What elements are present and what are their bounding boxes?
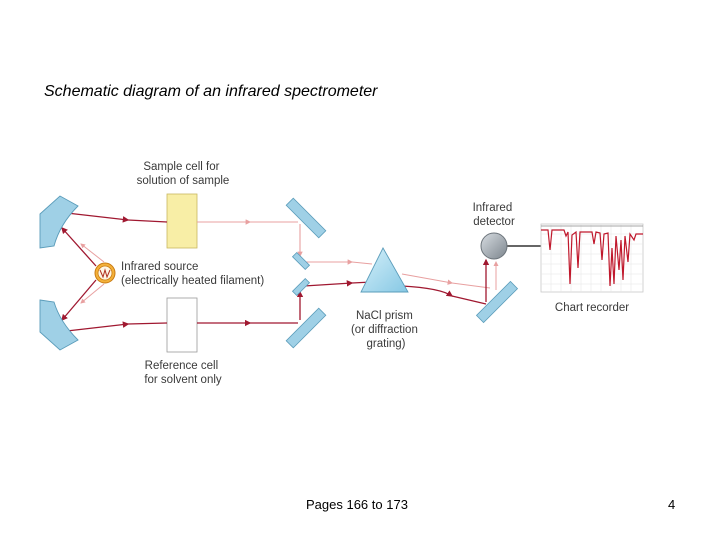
nacl-prism [360, 247, 409, 293]
reference-cell [166, 297, 198, 353]
chopper-mirror-lower [291, 277, 311, 297]
flat-mirror-top-right [285, 197, 327, 239]
infrared-source-icon [94, 262, 116, 284]
prism-label: NaCl prism (or diffraction grating) [351, 310, 421, 350]
infrared-detector-icon [480, 232, 508, 260]
footer-text: Pages 166 to 173 [306, 497, 408, 512]
sample-cell [166, 193, 198, 249]
page-number: 4 [668, 497, 676, 512]
reference-cell-label: Reference cell for solvent only [144, 360, 222, 386]
chart-recorder [540, 223, 644, 293]
chart-recorder-label: Chart recorder [555, 302, 629, 314]
chopper-mirror-upper [291, 251, 311, 271]
chart-recorder-trace [541, 229, 643, 287]
flat-mirror-detector [475, 280, 519, 324]
flat-mirror-bottom-right [285, 307, 327, 349]
detector-label: Infrared detector [473, 202, 516, 228]
dispersed-beams [303, 258, 499, 305]
concave-mirror-top [39, 195, 79, 249]
slide-title: Schematic diagram of an infrared spectro… [44, 83, 378, 100]
infrared-source-label: Infrared source (electrically heated fil… [121, 261, 264, 287]
sample-cell-label: Sample cell for solution of sample [137, 161, 230, 187]
concave-mirror-bottom [39, 299, 79, 351]
source-beams [61, 227, 105, 321]
